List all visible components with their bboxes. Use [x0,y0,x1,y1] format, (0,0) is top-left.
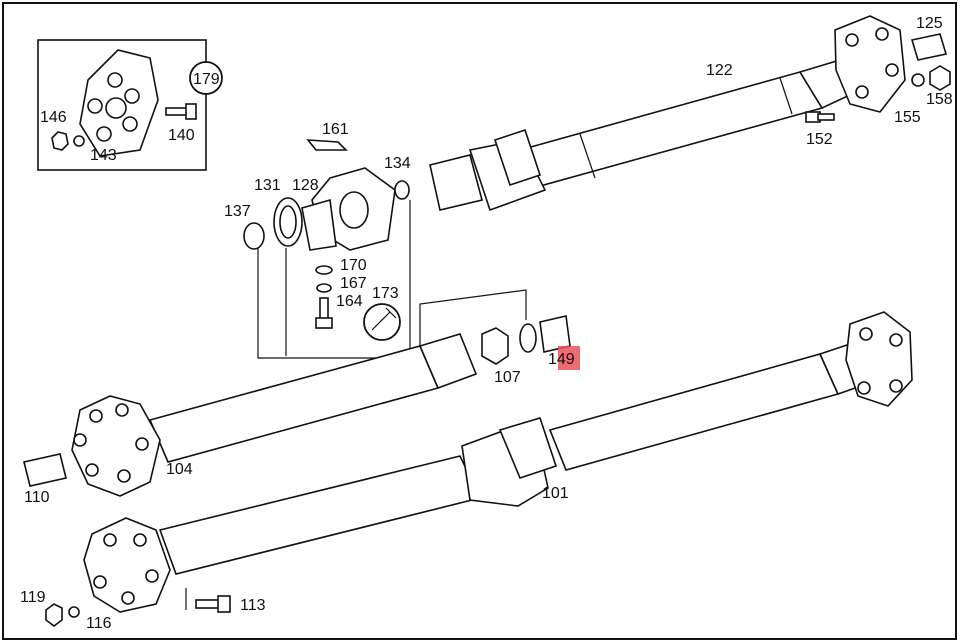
label-134: 134 [384,155,411,172]
label-143: 143 [90,147,117,164]
label-116: 116 [86,615,112,632]
highlight-149 [558,346,580,370]
label-152: 152 [806,131,833,148]
part-116-119-hardware [45,603,80,627]
label-164: 164 [336,293,363,310]
label-173: 173 [372,285,399,302]
label-155: 155 [894,109,921,126]
label-167: 167 [340,275,367,292]
label-131: 131 [254,177,281,194]
label-101: 101 [542,485,569,502]
callout-179-circle [189,61,223,95]
inset-flex-disc [79,49,159,157]
part-155-158-hardware [911,65,951,91]
label-179: 179 [193,71,220,88]
rear-propshaft [83,311,913,613]
label-122: 122 [706,62,733,79]
label-161: 161 [322,121,349,138]
front-propshaft [71,333,478,497]
label-149: 149 [548,351,575,368]
label-137: 137 [224,203,251,220]
upper-propshaft [429,15,906,212]
label-119: 119 [20,589,46,606]
inset-box [37,39,207,171]
label-125: 125 [916,15,943,32]
label-107: 107 [494,369,521,386]
label-113: 113 [240,597,266,614]
label-170: 170 [340,257,367,274]
label-110: 110 [24,489,50,506]
part-152-bolt [805,111,835,123]
part-125-sleeve [910,33,948,61]
part-113-bolt [185,588,231,613]
part-173-wrench-icon [363,303,401,341]
part-107-nut-stack [481,315,571,365]
center-bearing-group [243,139,410,329]
inset-nut [51,131,85,151]
label-158: 158 [926,91,953,108]
label-104: 104 [166,461,193,478]
label-128: 128 [292,177,319,194]
label-140: 140 [168,127,195,144]
assembly-bracket-line [257,248,527,359]
label-146: 146 [40,109,67,126]
part-110-sleeve [23,453,67,487]
inset-bolt [165,103,197,120]
